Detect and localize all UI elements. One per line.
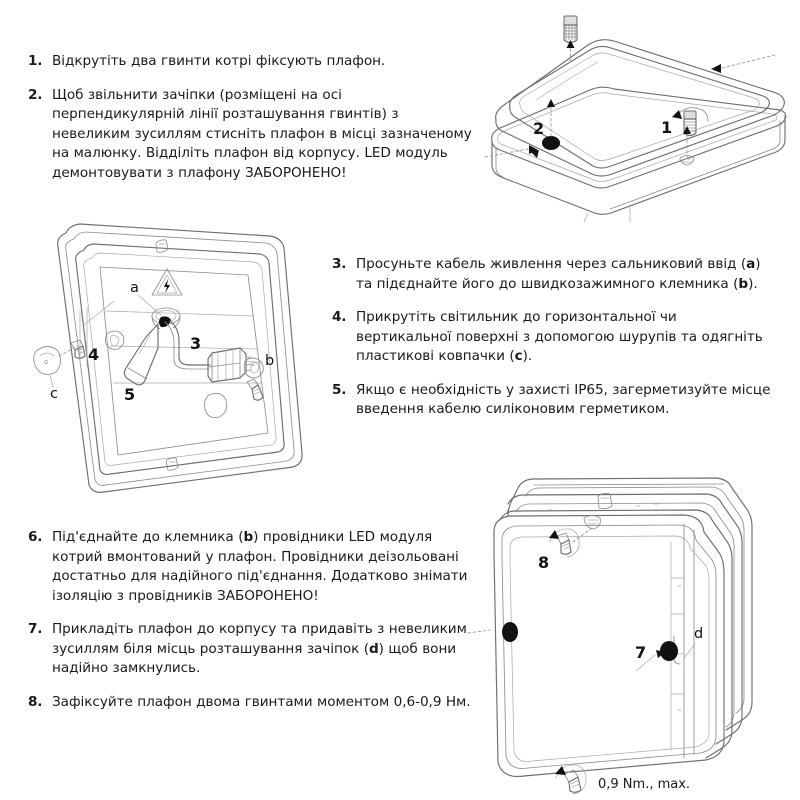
callout-label-d: d [694,626,703,642]
press-point-marker [660,641,678,661]
step-item: 1. Відкрутіть два гвинти котрі фіксують … [28,52,474,72]
step-text: Під'єднайте до клемника (b) провідники L… [52,528,478,606]
screw-icon [70,339,86,359]
step-ref-letter: d [368,640,379,657]
screw-icon [246,378,264,401]
step-number: 3. [332,256,347,272]
step-number: 1. [28,53,43,69]
step-item: 7. Прикладіть плафон до корпусу та прида… [28,620,478,679]
step-text-part: Прикрутіть світильник до горизонтальної … [356,309,763,364]
callout-label-1: 1 [661,118,672,137]
step-item: 2. Щоб звільнити зачіпки (розміщені на о… [28,86,474,184]
step-number: 7. [28,621,43,637]
step-text: Зафіксуйте плафон двома гвинтами моменто… [52,693,471,710]
step-ref-letter: b [738,275,749,292]
step-item: 4. Прикрутіть світильник до горизонтальн… [332,308,772,367]
steps-block-bottom: 6. Під'єднайте до клемника (b) провідник… [28,528,478,712]
callout-label-7: 7 [635,643,646,662]
warning-triangle-icon [151,268,183,296]
step-number: 2. [28,86,43,103]
knockout-hole [204,392,228,419]
step-item: 5. Якщо є необхідність у захисті IP65, з… [332,381,772,420]
callout-label-4: 4 [88,345,99,364]
mounting-hole [104,330,125,350]
step-text-part: ). [522,348,533,364]
screw-icon [563,15,578,44]
step-text: Щоб звільнити зачіпки (розміщені на осі … [52,86,472,181]
step-text-part: Просуньте кабель живлення через сальнико… [356,256,747,272]
step-text: Прикладіть плафон до корпусу та придавіт… [52,620,478,679]
figure-luminaire-exploded-top: 1 2 [480,0,800,225]
callout-label-3: 3 [190,334,201,353]
callout-label-5: 5 [124,385,135,404]
figure-luminaire-housing-open: a b 3 5 [18,215,328,505]
step-number: 4. [332,309,347,325]
press-point-marker [542,136,560,150]
step-item: 6. Під'єднайте до клемника (b) провідник… [28,528,478,606]
steps-block-top: 1. Відкрутіть два гвинти котрі фіксують … [28,52,474,183]
step-item: 8. Зафіксуйте плафон двома гвинтами моме… [28,693,478,713]
step-ref-letter: a [746,256,756,272]
step-text: Прикрутіть світильник до горизонтальної … [356,308,772,367]
step-text-part: Прикладіть плафон до корпусу та придавіт… [52,621,467,657]
steps-block-right: 3. Просуньте кабель живлення через сальн… [332,255,772,420]
step-text-part: ). [748,275,758,292]
step-text: Якщо є необхідність у захисті IP65, заге… [356,381,771,418]
step-text-part: ) щоб вони надійно замкнулись. [52,640,457,677]
step-ref-letter: b [243,529,254,545]
mounting-hole [243,357,264,379]
plastic-cap [33,346,61,375]
step-number: 8. [28,693,43,710]
callout-label-2: 2 [533,119,544,138]
press-point-marker [502,622,518,642]
torque-screw-icon [555,764,587,795]
step-text-part: ) та підєднайте його до швидкозажимного … [356,256,761,292]
screw-icon [556,532,572,555]
step-item: 3. Просуньте кабель живлення через сальн… [332,255,772,294]
step-number: 6. [28,529,43,545]
step-text-part: ) провідники LED модуля котрий вмонтован… [52,529,468,604]
step-text: Просуньте кабель живлення через сальнико… [356,255,772,294]
torque-note-label: 0,9 Nm., max. [598,777,690,792]
step-number: 5. [332,381,347,398]
terminal-block [207,347,252,383]
step-text-part: Під'єднайте до клемника ( [52,529,244,545]
callout-label-8: 8 [538,553,549,572]
figure-luminaire-closing: d 7 8 [467,458,800,800]
step-ref-letter: c [514,348,523,364]
callout-label-b: b [265,353,274,369]
callout-label-a: a [130,280,139,296]
screw-boss [583,515,601,530]
step-text: Відкрутіть два гвинти котрі фіксують пла… [52,53,386,69]
screw-icon [683,110,697,137]
callout-label-c: c [50,386,58,402]
